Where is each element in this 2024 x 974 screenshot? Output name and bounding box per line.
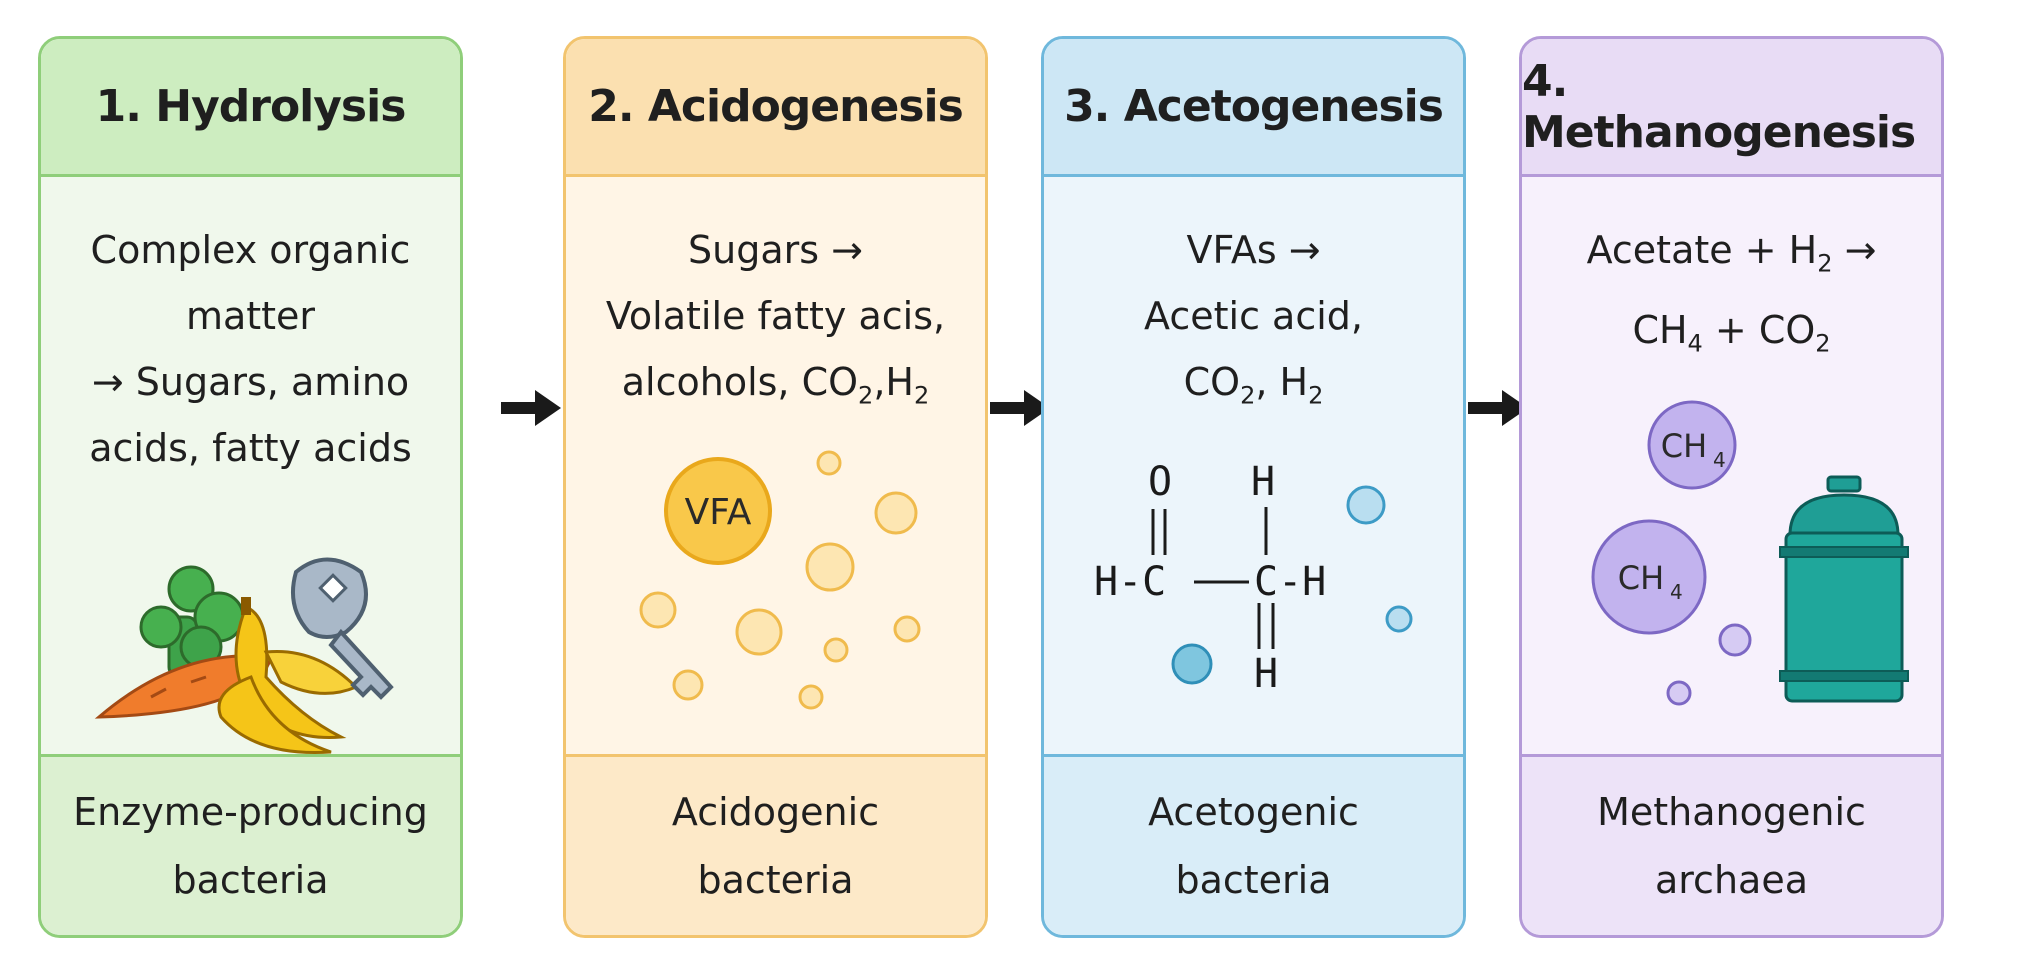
desc-line: Complex organic	[90, 228, 411, 272]
small-bubble	[823, 637, 849, 663]
desc-line: → Sugars, amino	[91, 360, 410, 404]
stage-body: Acetate + H2 → CH4 + CO2 CH 4 CH 4	[1522, 177, 1941, 757]
small-bubble	[672, 669, 704, 701]
small-bubble	[1171, 643, 1213, 685]
stage-description: Acetate + H2 → CH4 + CO2	[1522, 217, 1941, 376]
hydrolysis-illustration	[94, 557, 394, 755]
desc-line: Acetic acid,	[1144, 294, 1363, 338]
stage-body: Sugars → Volatile fatty acis, alcohols, …	[566, 177, 985, 757]
atom-label: H	[1251, 459, 1275, 505]
formula-part: CH	[1632, 307, 1688, 352]
bubble-subscript: 4	[1670, 580, 1683, 604]
stage-hydrolysis-panel: 1. Hydrolysis Complex organic matter → S…	[38, 36, 463, 938]
formula-part: Acetate + H	[1586, 228, 1818, 272]
vfa-bubble-label: VFA	[685, 492, 752, 533]
svg-text:CH: CH	[1618, 559, 1664, 597]
small-bubble	[893, 615, 921, 643]
organism-line: bacteria	[697, 858, 854, 902]
stage-description: Complex organic matter → Sugars, amino a…	[41, 217, 460, 481]
small-bubble	[805, 542, 855, 592]
gas-cylinder-icon	[1779, 475, 1909, 703]
methane-bubble: CH 4	[1591, 519, 1707, 635]
stage-title: 2. Acidogenesis	[566, 39, 985, 177]
arrow-right-icon	[990, 390, 1050, 426]
acetic-acid-structure: O H H-C C-H H	[1094, 459, 1413, 697]
stage-organism: Enzyme-producing bacteria	[41, 757, 460, 935]
small-bubble	[1385, 605, 1413, 633]
stage-title: 1. Hydrolysis	[41, 39, 460, 177]
arrow-right-icon	[501, 390, 561, 426]
desc-line: Acetate + H2 →	[1522, 217, 1941, 297]
atom-label: H-C	[1094, 559, 1166, 605]
desc-line: matter	[185, 294, 316, 338]
small-bubble	[816, 450, 842, 476]
organism-line: Acidogenic	[671, 790, 880, 834]
vfa-bubbles-illustration: VFA	[639, 450, 921, 710]
bubble-label: CH	[1618, 559, 1664, 597]
small-bubble	[798, 684, 824, 710]
formula-subscript: 2	[858, 381, 874, 410]
stage-organism: Methanogenic archaea	[1522, 757, 1941, 935]
stage-methanogenesis-panel: 4. Methanogenesis Acetate + H2 → CH4 + C…	[1519, 36, 1944, 938]
stage-organism: Acidogenic bacteria	[566, 757, 985, 935]
formula-subscript: 2	[1240, 381, 1256, 410]
small-bubble	[639, 591, 677, 629]
methane-bubble: CH 4	[1647, 400, 1737, 490]
stage-body: Complex organic matter → Sugars, amino a…	[41, 177, 460, 757]
methane-illustration: CH 4 CH 4	[1591, 400, 1909, 706]
formula-part: CO	[1183, 360, 1241, 404]
bubble-subscript: 4	[1713, 448, 1726, 472]
stage-description: VFAs → Acetic acid, CO2, H2	[1044, 217, 1463, 429]
arrow-right-icon	[1468, 390, 1528, 426]
formula-subscript: 2	[913, 381, 930, 410]
desc-line: CO2, H2	[1044, 349, 1463, 429]
small-bubble	[735, 608, 783, 656]
formula-subscript: 2	[1308, 381, 1324, 410]
organism-line: Methanogenic	[1597, 790, 1866, 834]
banana-peel-icon	[217, 597, 359, 755]
stage-body: VFAs → Acetic acid, CO2, H2 O H H-C C-H …	[1044, 177, 1463, 757]
formula-part: alcohols, CO	[621, 360, 859, 404]
atom-label: H	[1254, 651, 1278, 697]
small-bubble	[874, 491, 918, 535]
small-bubble	[1346, 485, 1386, 525]
organism-line: Acetogenic	[1148, 790, 1359, 834]
broccoli-icon	[139, 565, 245, 679]
formula-part: + CO	[1702, 307, 1816, 352]
organism-line: bacteria	[1175, 858, 1332, 902]
stage-organism: Acetogenic bacteria	[1044, 757, 1463, 935]
atom-label: O	[1148, 459, 1172, 505]
bond-lines	[1151, 507, 1275, 649]
formula-subscript: 2	[1817, 249, 1833, 278]
small-bubble	[1718, 623, 1752, 657]
stage-title: 4. Methanogenesis	[1522, 39, 1941, 177]
stage-title: 3. Acetogenesis	[1044, 39, 1463, 177]
stage-acidogenesis-panel: 2. Acidogenesis Sugars → Volatile fatty …	[563, 36, 988, 938]
organism-line: archaea	[1654, 858, 1808, 902]
bubble-label: CH	[1661, 427, 1707, 465]
stage-description: Sugars → Volatile fatty acis, alcohols, …	[566, 217, 985, 429]
formula-part: ,H	[873, 360, 914, 404]
formula-subscript: 2	[1815, 329, 1831, 358]
vfa-bubble	[664, 457, 772, 565]
formula-part: , H	[1255, 360, 1309, 404]
svg-text:CH: CH	[1661, 427, 1707, 465]
organism-line: Enzyme-producing	[73, 790, 428, 834]
key-icon	[291, 557, 394, 700]
small-bubble	[1666, 680, 1692, 706]
organism-line: bacteria	[172, 858, 329, 902]
desc-line: alcohols, CO2,H2	[566, 349, 985, 429]
formula-part: →	[1832, 228, 1877, 272]
desc-line: Volatile fatty acis,	[605, 294, 946, 338]
stage-acetogenesis-panel: 3. Acetogenesis VFAs → Acetic acid, CO2,…	[1041, 36, 1466, 938]
desc-line: acids, fatty acids	[89, 426, 412, 470]
atom-label: C-H	[1254, 559, 1326, 605]
formula-subscript: 4	[1687, 329, 1703, 358]
desc-line: CH4 + CO2	[1522, 297, 1941, 377]
desc-line: Sugars →	[688, 228, 863, 272]
desc-line: VFAs →	[1186, 228, 1321, 272]
